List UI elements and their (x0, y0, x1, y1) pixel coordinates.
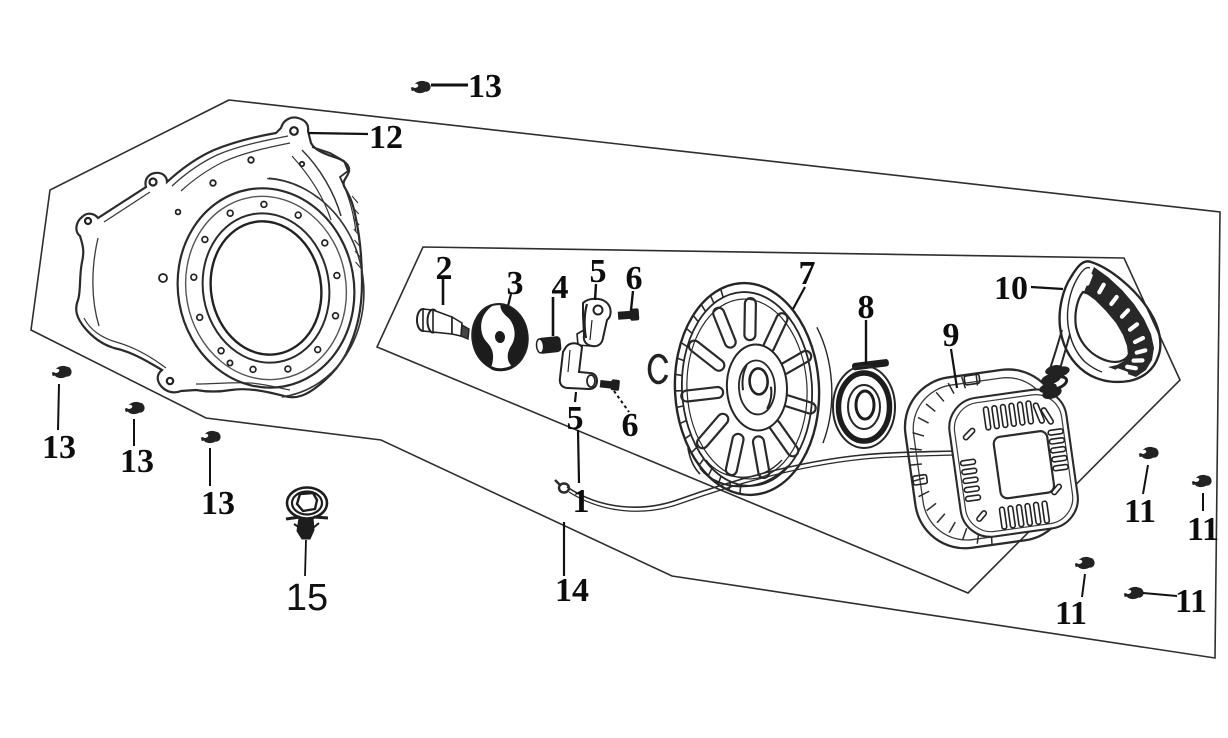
svg-text:13: 13 (120, 443, 154, 480)
svg-text:2: 2 (436, 250, 453, 287)
svg-text:8: 8 (858, 289, 875, 326)
svg-text:15: 15 (286, 577, 328, 619)
svg-text:13: 13 (42, 429, 76, 466)
svg-text:6: 6 (626, 260, 643, 297)
svg-text:12: 12 (369, 119, 403, 156)
svg-text:13: 13 (201, 485, 235, 522)
svg-text:3: 3 (507, 265, 524, 302)
svg-text:11: 11 (1175, 583, 1207, 620)
svg-text:11: 11 (1055, 595, 1087, 632)
svg-text:11: 11 (1124, 493, 1156, 530)
svg-text:1: 1 (573, 483, 590, 520)
svg-text:4: 4 (552, 269, 569, 306)
svg-text:5: 5 (590, 253, 607, 290)
svg-text:13: 13 (468, 68, 502, 105)
svg-text:5: 5 (567, 400, 584, 437)
svg-text:7: 7 (799, 255, 816, 292)
svg-text:11: 11 (1187, 511, 1219, 548)
svg-text:14: 14 (555, 572, 589, 609)
svg-text:9: 9 (943, 317, 960, 354)
svg-text:10: 10 (994, 270, 1028, 307)
svg-text:6: 6 (622, 407, 639, 444)
